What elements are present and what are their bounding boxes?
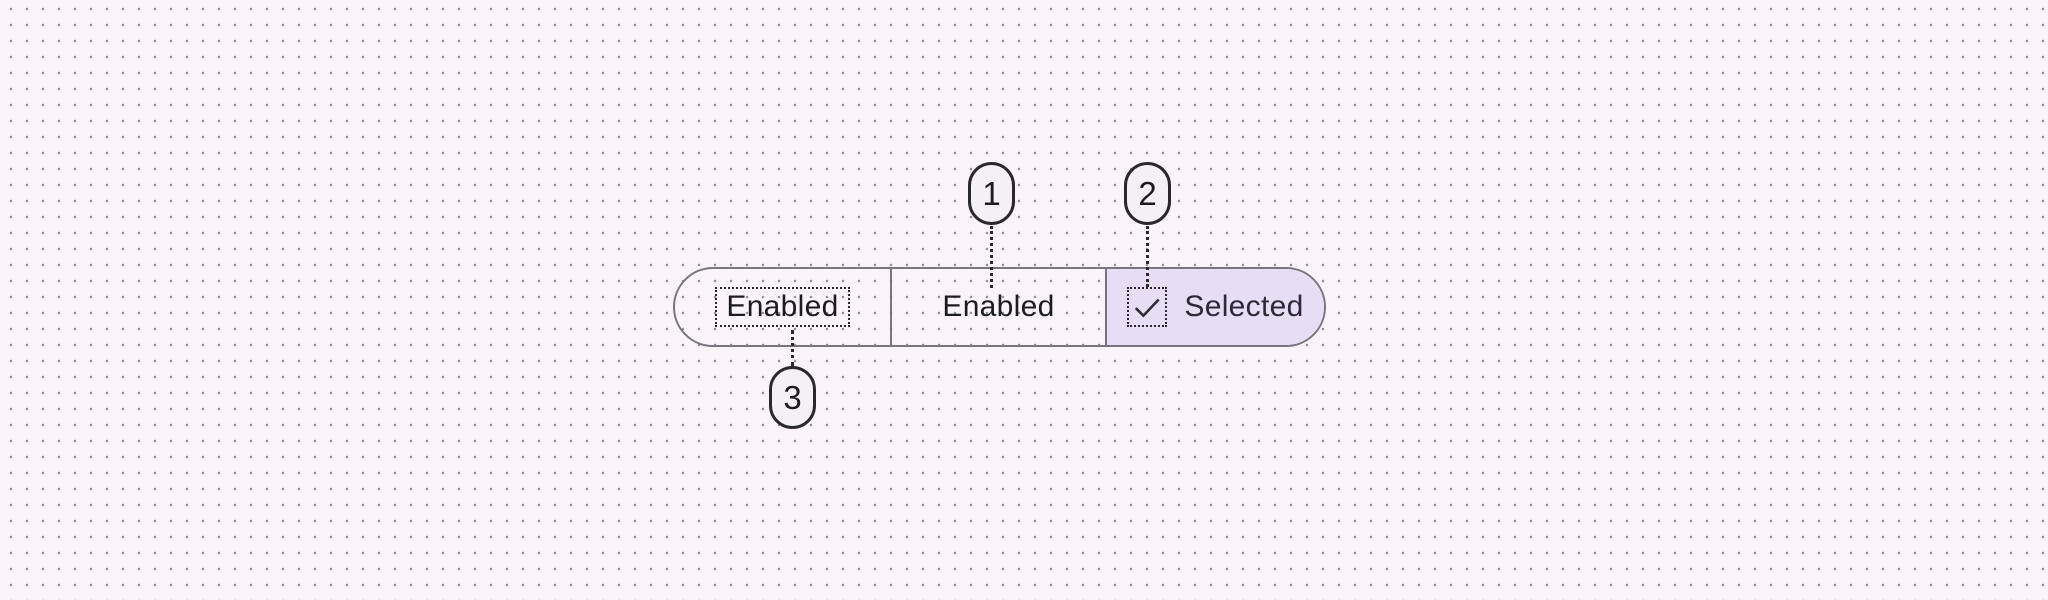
annotation-badge-3: 3 xyxy=(769,366,816,429)
leader-line-2 xyxy=(1146,226,1149,287)
segment-label: Enabled xyxy=(942,290,1055,323)
badge-number: 3 xyxy=(783,378,802,416)
annotation-badge-2: 2 xyxy=(1124,162,1171,225)
segment-label-annotation-box: Enabled xyxy=(715,287,850,327)
segment-label: Selected xyxy=(1184,290,1304,323)
segment-selected[interactable]: Selected xyxy=(1105,269,1324,345)
badge-number: 1 xyxy=(982,174,1001,212)
segment-enabled-2[interactable]: Enabled xyxy=(890,269,1105,345)
leader-line-3 xyxy=(791,330,794,366)
annotation-badge-1: 1 xyxy=(968,162,1015,225)
segmented-button: Enabled Enabled Selected xyxy=(673,267,1326,347)
checkmark-icon xyxy=(1129,289,1165,325)
icon-annotation-box xyxy=(1127,287,1168,327)
leader-line-1 xyxy=(990,226,993,288)
segment-enabled-1[interactable]: Enabled xyxy=(675,269,890,345)
badge-number: 2 xyxy=(1138,174,1157,212)
